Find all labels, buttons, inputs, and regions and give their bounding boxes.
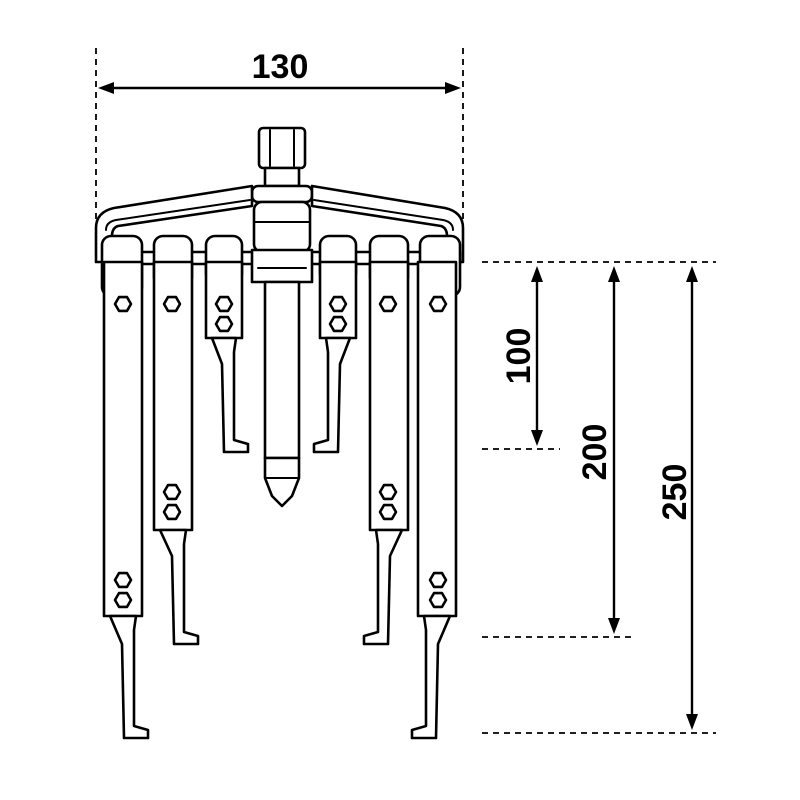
hex-bolt-icon xyxy=(428,571,448,589)
hex-bolt-icon xyxy=(428,591,448,609)
spindle-tip xyxy=(263,456,301,508)
arrow-200-bottom xyxy=(608,618,620,634)
leg-long-right-bar xyxy=(416,260,458,618)
arrow-250-top xyxy=(686,266,698,282)
leg-medium-right xyxy=(362,260,410,646)
hex-bolt-icon xyxy=(328,315,348,333)
hex-bolt-icon xyxy=(162,295,182,313)
jaw-long-left xyxy=(108,614,150,740)
hex-bolt-icon xyxy=(214,295,234,313)
spindle-shaft xyxy=(263,280,301,460)
spindle-head xyxy=(250,126,314,204)
hex-bolt-icon xyxy=(113,295,133,313)
width-arrow-left xyxy=(98,82,114,94)
hex-bolt-icon xyxy=(378,503,398,521)
leg-long-left xyxy=(102,260,150,740)
hex-bolt-icon xyxy=(113,571,133,589)
hex-bolt-icon xyxy=(162,503,182,521)
length-short-label: 100 xyxy=(500,328,538,385)
leg-short-left xyxy=(204,260,250,454)
jaw-short-right xyxy=(312,336,352,454)
hex-bolt-icon xyxy=(328,295,348,313)
arrow-100-bottom xyxy=(531,430,543,446)
spindle-nut xyxy=(257,126,307,170)
jaw-long-right xyxy=(410,614,452,740)
length-medium-label: 200 xyxy=(576,424,614,481)
leg-medium-left xyxy=(152,260,200,646)
spindle-collar xyxy=(250,184,314,204)
crossbar xyxy=(94,184,465,266)
hex-bolt-icon xyxy=(113,591,133,609)
width-arrow-right xyxy=(445,82,461,94)
arrow-100-top xyxy=(531,266,543,282)
leg-long-right xyxy=(410,260,458,740)
hex-bolt-icon xyxy=(378,483,398,501)
leg-long-left-bar xyxy=(102,260,144,618)
jaw-medium-right xyxy=(362,528,404,646)
spindle-neck xyxy=(263,166,301,188)
width-dimension: 130 xyxy=(95,48,464,220)
hex-bolt-icon xyxy=(162,483,182,501)
hex-bolt-icon xyxy=(428,295,448,313)
hex-bolt-icon xyxy=(378,295,398,313)
width-label: 130 xyxy=(252,48,309,86)
spindle-block xyxy=(252,200,312,254)
length-long-label: 250 xyxy=(656,464,694,521)
jaw-short-left xyxy=(210,336,250,454)
length-dimensions: 100 200 250 xyxy=(482,261,716,734)
hex-bolt-icon xyxy=(214,315,234,333)
leg-short-right xyxy=(312,260,358,454)
jaw-medium-left xyxy=(158,528,200,646)
spindle xyxy=(250,200,314,508)
bolts xyxy=(113,295,448,609)
arrow-200-top xyxy=(608,266,620,282)
arrow-250-bottom xyxy=(686,714,698,730)
spindle-guide xyxy=(250,248,314,284)
